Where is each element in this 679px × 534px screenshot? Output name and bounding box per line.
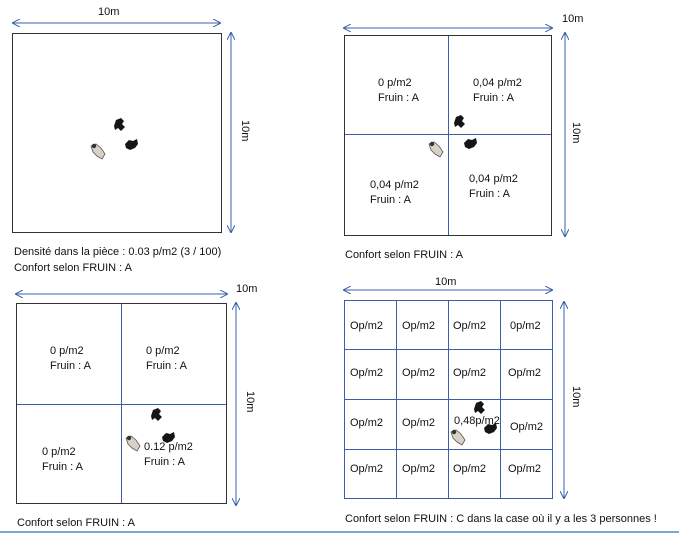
density-text: 0,04 p/m2 bbox=[370, 179, 419, 191]
cell-label: 0.12 p/m2 Fruin : A bbox=[144, 440, 193, 470]
p1-width-label: 10m bbox=[98, 6, 120, 18]
cell-label: 0,04 p/m2 Fruin : A bbox=[469, 172, 518, 202]
p3-width-label: 10m bbox=[236, 283, 258, 295]
fruin-text: Fruin : A bbox=[378, 92, 419, 104]
density-text: 0,04 p/m2 bbox=[473, 77, 522, 89]
grid-cell-label: Op/m2 bbox=[453, 320, 487, 332]
p2-caption-comfort: Confort selon FRUIN : A bbox=[345, 249, 463, 261]
grid-cell-label: Op/m2 bbox=[350, 320, 384, 332]
grid-cell-label: Op/m2 bbox=[350, 463, 384, 475]
p1-caption-density: Densité dans la pièce : 0.03 p/m2 (3 / 1… bbox=[14, 246, 222, 258]
grid-cell-label: 0p/m2 bbox=[510, 320, 541, 332]
cell-label: 0,04 p/m2 Fruin : A bbox=[370, 178, 419, 208]
p3-height-label: 10m bbox=[244, 391, 256, 413]
grid-line bbox=[345, 134, 551, 135]
fruin-text: Fruin : A bbox=[50, 360, 91, 372]
grid-line bbox=[17, 404, 226, 405]
grid-cell-label: Op/m2 bbox=[508, 463, 542, 475]
grid-cell-label: Op/m2 bbox=[453, 367, 487, 379]
room-panel-3: 0 p/m2 Fruin : A 0 p/m2 Fruin : A 0 p/m2… bbox=[16, 303, 227, 504]
density-text: 0.12 p/m2 bbox=[144, 441, 193, 453]
room-panel-4: Op/m2 Op/m2 Op/m2 0p/m2 Op/m2 Op/m2 Op/m… bbox=[344, 300, 553, 499]
grid-cell-label: Op/m2 bbox=[453, 463, 487, 475]
cell-label: 0,04 p/m2 Fruin : A bbox=[473, 76, 522, 106]
grid-cell-label: Op/m2 bbox=[402, 417, 436, 429]
grid-cell-label-highlight: 0,48p/m2 bbox=[454, 415, 500, 427]
grid-cell-label: Op/m2 bbox=[402, 463, 436, 475]
grid-line bbox=[448, 36, 449, 235]
cell-label: 0 p/m2 Fruin : A bbox=[42, 445, 83, 475]
density-text: 0 p/m2 bbox=[50, 345, 84, 357]
fruin-text: Fruin : A bbox=[469, 188, 510, 200]
grid-cell-label: Op/m2 bbox=[508, 367, 542, 379]
grid-cell-label: Op/m2 bbox=[402, 367, 436, 379]
density-text: 0 p/m2 bbox=[42, 446, 76, 458]
grid-cell-label: Op/m2 bbox=[350, 417, 384, 429]
cell-label: 0 p/m2 Fruin : A bbox=[50, 344, 91, 374]
density-text: 0 p/m2 bbox=[378, 77, 412, 89]
fruin-text: Fruin : A bbox=[370, 194, 411, 206]
p4-caption-comfort: Confort selon FRUIN : C dans la case où … bbox=[345, 513, 657, 525]
p1-caption-comfort: Confort selon FRUIN : A bbox=[14, 262, 132, 274]
grid-line bbox=[345, 449, 552, 450]
grid-cell-label: Op/m2 bbox=[510, 421, 544, 433]
p4-width-label: 10m bbox=[435, 276, 457, 288]
room-panel-1 bbox=[12, 33, 222, 233]
grid-line bbox=[345, 349, 552, 350]
density-text: 0 p/m2 bbox=[146, 345, 180, 357]
grid-cell-label: Op/m2 bbox=[402, 320, 436, 332]
room-panel-2: 0 p/m2 Fruin : A 0,04 p/m2 Fruin : A 0,0… bbox=[344, 35, 552, 236]
grid-line bbox=[345, 399, 552, 400]
p1-height-label: 10m bbox=[239, 120, 251, 142]
fruin-text: Fruin : A bbox=[473, 92, 514, 104]
p2-width-label: 10m bbox=[562, 13, 584, 25]
p2-height-label: 10m bbox=[570, 122, 582, 144]
density-text: 0,04 p/m2 bbox=[469, 173, 518, 185]
fruin-text: Fruin : A bbox=[42, 461, 83, 473]
grid-cell-label: Op/m2 bbox=[350, 367, 384, 379]
grid-line bbox=[121, 304, 122, 503]
fruin-text: Fruin : A bbox=[144, 456, 185, 468]
fruin-text: Fruin : A bbox=[146, 360, 187, 372]
cell-label: 0 p/m2 Fruin : A bbox=[378, 76, 419, 106]
p3-caption-comfort: Confort selon FRUIN : A bbox=[17, 517, 135, 529]
p4-height-label: 10m bbox=[570, 386, 582, 408]
cell-label: 0 p/m2 Fruin : A bbox=[146, 344, 187, 374]
